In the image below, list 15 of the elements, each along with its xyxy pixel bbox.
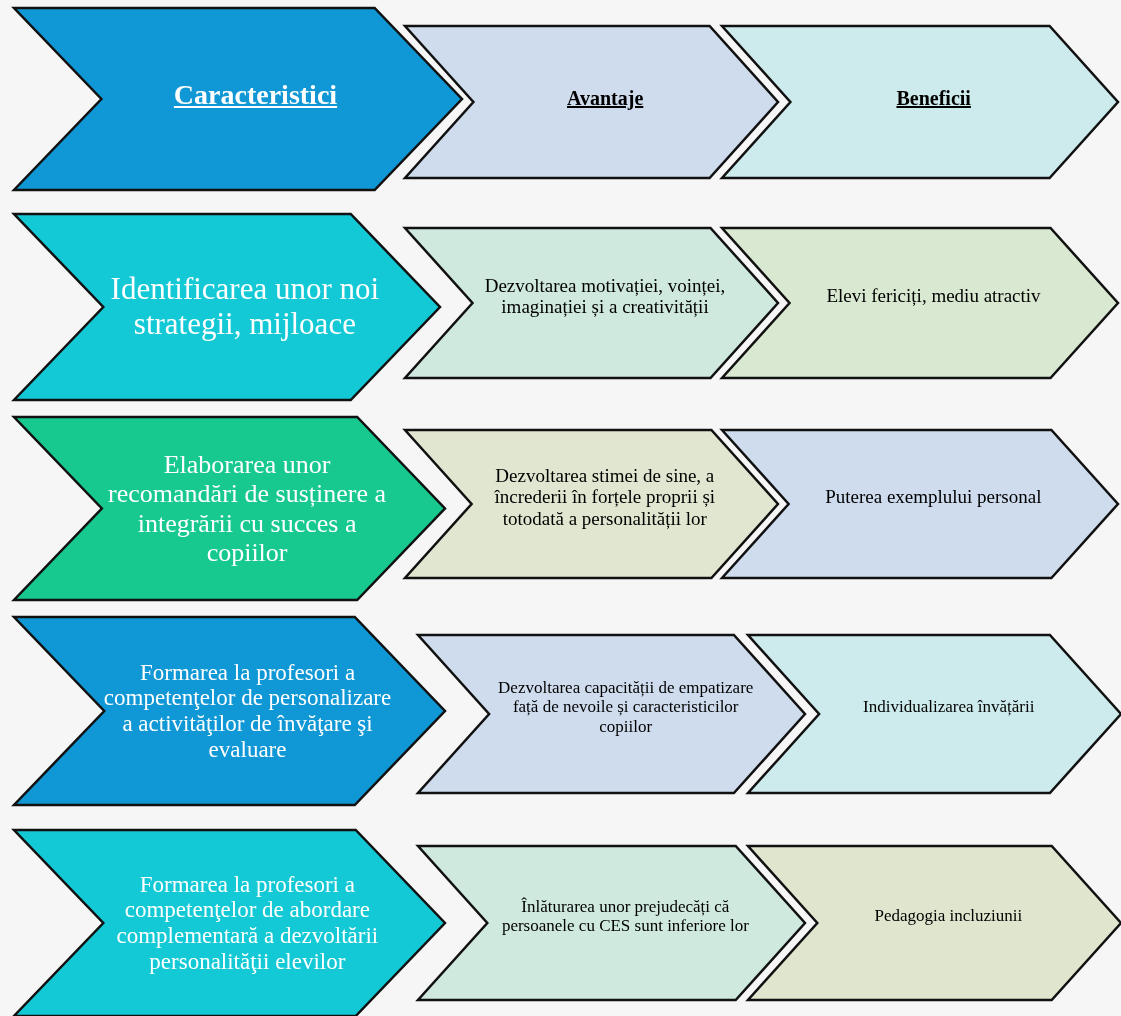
chevron-text: Puterea exemplului personal [825, 486, 1042, 508]
column-heading: Beneficii [896, 86, 971, 110]
chevron-text: Înlăturarea unor prejudecăți că persoanele cu CES sunt inferiore lor [500, 896, 750, 936]
chevron-text: Dezvoltarea capacității de empatizare față de nevoile și caracteristicilor copiilor [497, 678, 755, 736]
chevron-text: Dezvoltarea motivației, voinței, imaginației și a creativității [483, 274, 727, 318]
column-heading: Caracteristici [173, 79, 338, 111]
chevron-text: Pedagogia incluziunii [874, 906, 1023, 926]
chevron-text: Elaborarea unor recomandări de susținere a integrării cu succes a copiilor [107, 450, 388, 567]
chevron-text: Formarea la profesori a competenţelor de abordare complementară a dezvoltării personalităţii elevilor [115, 871, 380, 975]
chevron-text: Formarea la profesori a competenţelor de personalizare a activităţilor de învăţare şi evaluare [102, 659, 393, 763]
chevron-text: Elevi fericiți, mediu atractiv [826, 285, 1041, 307]
column-heading: Avantaje [567, 86, 644, 110]
chevron-text: Identificarea unor noi strategii, mijloace [109, 272, 381, 342]
chevron-text: Individualizarea învățării [863, 697, 1035, 717]
chevron-text: Dezvoltarea stimei de sine, a încrederii în forțele proprii și totodată a personalității lor [493, 465, 717, 529]
